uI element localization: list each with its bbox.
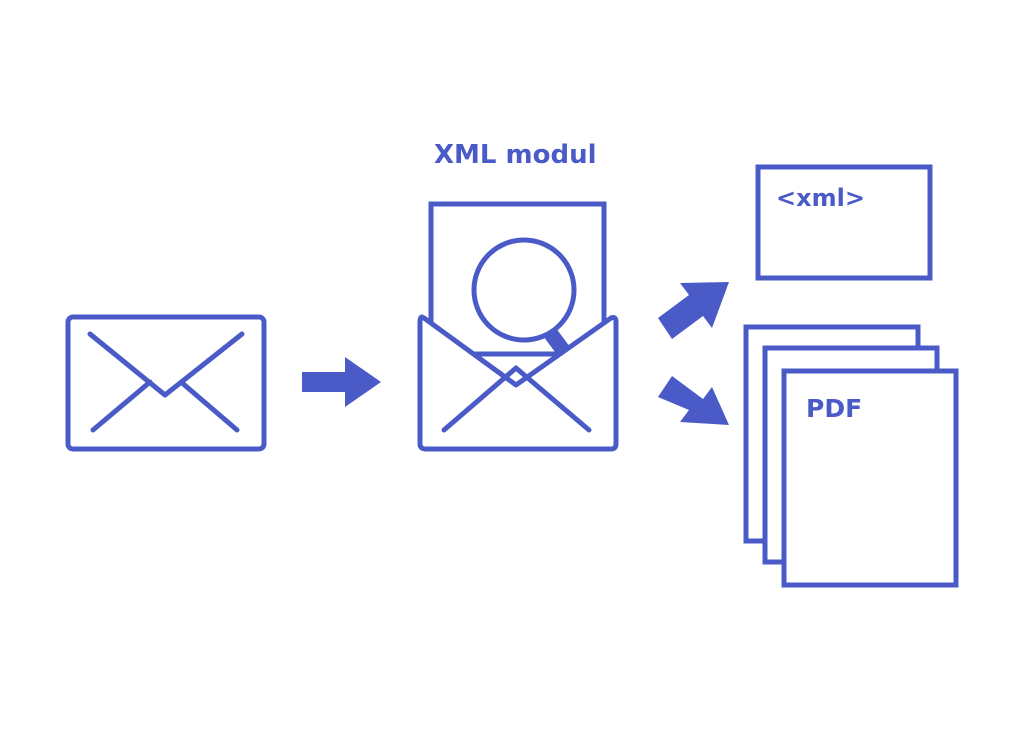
pdf-document-stack-icon xyxy=(743,324,959,588)
xml-module-label: XML modul xyxy=(434,140,597,170)
xml-document-icon xyxy=(755,164,933,281)
open-envelope-body xyxy=(417,314,619,452)
envelope-icon xyxy=(65,314,267,452)
pdf-output-label: PDF xyxy=(806,394,863,423)
open-envelope-inner-fold xyxy=(441,365,592,433)
open-envelope-magnifier-icon xyxy=(417,201,619,452)
arrow-down-right-icon xyxy=(658,376,729,425)
arrow-right-icon xyxy=(302,357,381,407)
arrow-up-right-icon xyxy=(658,282,729,339)
xml-output-label: <xml> xyxy=(776,184,865,212)
pdf-page-front xyxy=(781,368,959,588)
